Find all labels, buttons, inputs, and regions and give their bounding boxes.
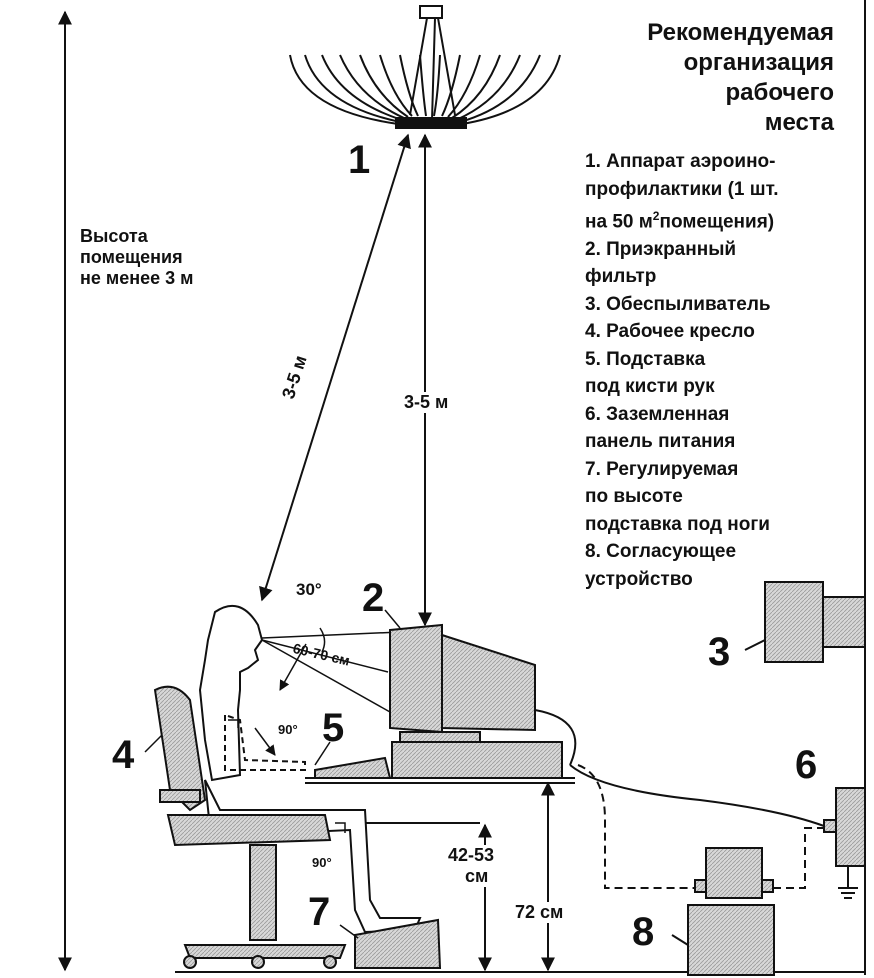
legend-line: 2. Приэкранный xyxy=(585,238,737,260)
dust-remover xyxy=(744,581,866,663)
room-height-line-1: Высота xyxy=(80,226,148,246)
legend-line: 1. Аппарат аэроино- xyxy=(585,151,776,172)
number-3: 3 xyxy=(708,630,731,674)
diagram-title: Рекомендуемая организация рабочего места xyxy=(534,18,834,138)
legend-line: под кисти рук xyxy=(585,376,715,398)
legend-line: фильтр xyxy=(585,266,657,288)
elbow-angle-pointer xyxy=(254,727,276,756)
knee-angle-mark xyxy=(335,822,346,833)
legend-line: по высоте xyxy=(585,486,683,508)
knee-angle-label: 90° xyxy=(312,855,332,870)
title-line-2: организация xyxy=(683,49,834,76)
pointer-line-4 xyxy=(144,734,163,753)
legend-line-part: помещения) xyxy=(659,211,775,233)
sight-lines xyxy=(261,627,401,713)
desk-height-label: 72 см xyxy=(513,902,566,923)
pointer-line-5 xyxy=(314,741,331,766)
number-1: 1 xyxy=(348,138,371,182)
legend-line: панель питания xyxy=(585,431,736,453)
title-line-1: Рекомендуемая xyxy=(647,19,834,46)
room-height-line-2: помещения xyxy=(80,247,183,267)
number-4: 4 xyxy=(112,733,135,777)
legend-line: устройство xyxy=(585,568,693,590)
number-7: 7 xyxy=(308,890,331,934)
diagonal-distance-arrow xyxy=(259,133,411,602)
legend-line: на 50 м2помещения) xyxy=(585,203,870,236)
monitor xyxy=(389,623,577,779)
keyboard-wrist-rest xyxy=(314,756,392,779)
legend-line: 4. Рабочее кресло xyxy=(585,321,755,343)
legend-superscript: 2 xyxy=(652,209,660,223)
legend-line: 3. Обеспыливатель xyxy=(585,293,771,315)
room-height-line-3: не менее 3 м xyxy=(80,268,194,288)
number-8: 8 xyxy=(632,910,655,954)
seat-height-unit: см xyxy=(465,866,489,887)
number-6: 6 xyxy=(795,743,818,787)
number-5: 5 xyxy=(322,706,345,750)
legend-line-part: на 50 м xyxy=(585,211,653,233)
legend-line: 8. Согласующее xyxy=(585,541,737,563)
legend-line: 5. Подставка xyxy=(585,348,706,370)
elbow-angle-mark xyxy=(228,719,239,728)
air-ionizer-device xyxy=(289,5,561,129)
number-2: 2 xyxy=(362,576,385,620)
work-chair xyxy=(153,685,347,969)
title-line-4: места xyxy=(764,109,834,136)
legend-line: 7. Регулируемая xyxy=(585,458,739,480)
title-line-3: рабочего xyxy=(725,79,834,106)
legend-line: профилактики (1 шт. xyxy=(585,178,779,200)
legend-line: 6. Заземленная xyxy=(585,403,730,425)
matching-device xyxy=(577,764,824,976)
seat-height-label: 42-53 xyxy=(448,845,495,866)
footrest xyxy=(354,918,442,969)
pointer-line-7 xyxy=(339,924,359,939)
room-height-label: Высота помещения не менее 3 м xyxy=(80,226,193,289)
elbow-angle-label: 90° xyxy=(278,722,298,737)
legend-line: подставка под ноги xyxy=(585,513,770,535)
legend: 1. Аппарат аэроино- профилактики (1 шт. … xyxy=(585,148,870,593)
view-angle-label: 30° xyxy=(296,580,322,599)
pointer-line-2 xyxy=(384,609,401,629)
vertical-distance-label: 3-5 м xyxy=(402,392,451,413)
grounded-power-panel xyxy=(569,764,866,899)
